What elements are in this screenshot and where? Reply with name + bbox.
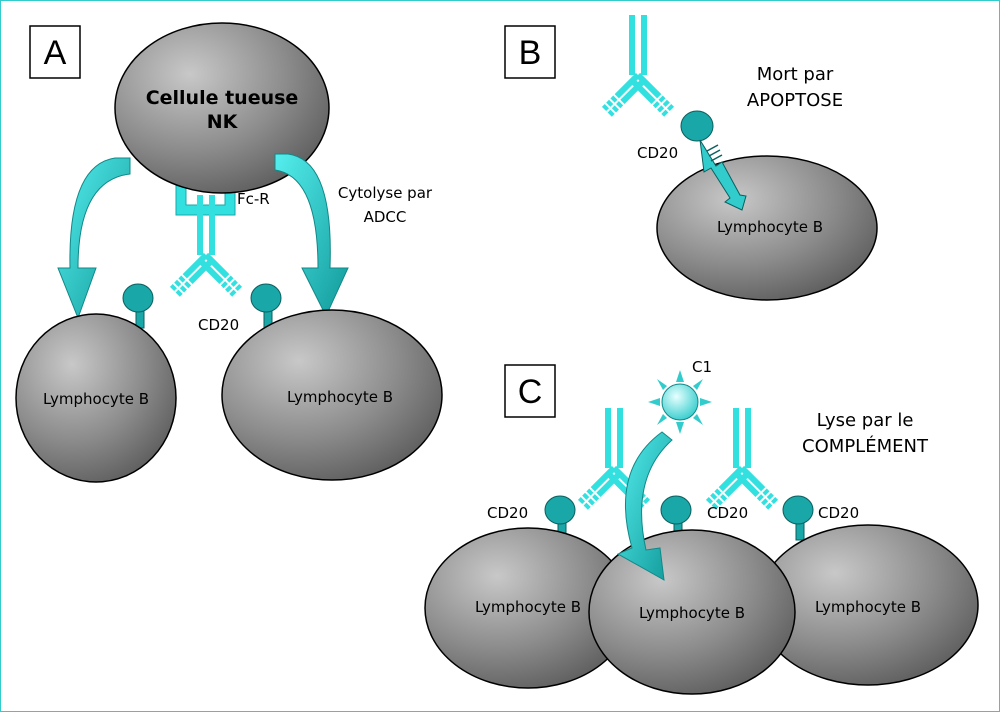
b-lymphocyte-c-right-label: Lymphocyte B [815, 598, 921, 616]
antibody-b [601, 15, 675, 117]
b-lymphocyte-a-left [15, 313, 177, 483]
panel-b: B Mort par APOPTOSE Lymphocyte B CD20 [504, 15, 878, 301]
antibody-c-right [705, 408, 779, 510]
panel-c: C C1 Lyse par le COMPLÉMENT CD20 CD20 CD… [424, 358, 979, 695]
apoptosis-signal-arrow [699, 139, 747, 211]
panel-c-letter-box [504, 364, 556, 418]
complement-label-line2: COMPLÉMENT [802, 435, 929, 457]
cd20-label-b: CD20 [637, 144, 678, 162]
panel-a-letter: A [44, 34, 67, 72]
complement-label-line1: Lyse par le [817, 410, 914, 431]
panel-a: A Cellule tueuse NK Fc-R CD20 Cytolyse p… [15, 22, 443, 483]
panel-a-letter-box [29, 25, 81, 79]
b-lymphocyte-a-right [221, 309, 443, 481]
adcc-arrow-left [57, 157, 131, 320]
b-lymphocyte-c-mid-label: Lymphocyte B [639, 604, 745, 622]
cd20-label-c-right: CD20 [818, 504, 859, 522]
cd20-antigen-b [680, 110, 714, 142]
apoptosis-label-line2: APOPTOSE [747, 90, 843, 111]
cd20-label-c-mid: CD20 [707, 504, 748, 522]
panel-c-letter: C [518, 373, 543, 411]
adcc-label-line2: ADCC [364, 208, 407, 226]
adcc-arrow-right [274, 153, 349, 318]
cd20-label-a: CD20 [198, 316, 239, 334]
cd20-label-c-left: CD20 [487, 504, 528, 522]
complement-arrow [616, 431, 673, 581]
b-lymphocyte-b-label: Lymphocyte B [717, 218, 823, 236]
adcc-label-line1: Cytolyse par [338, 184, 433, 202]
cd20-antigen-c-right [782, 495, 814, 541]
nk-cell-label-line1: Cellule tueuse [146, 87, 299, 109]
b-lymphocyte-c-left-label: Lymphocyte B [475, 598, 581, 616]
nk-cell-label-line2: NK [207, 111, 239, 133]
panel-b-letter: B [519, 34, 542, 72]
nk-cell [114, 22, 330, 194]
apoptosis-label-line1: Mort par [757, 64, 834, 85]
panel-b-letter-box [504, 25, 556, 79]
c1-label: C1 [692, 358, 712, 376]
b-lymphocyte-a-right-label: Lymphocyte B [287, 388, 393, 406]
b-lymphocyte-c-mid [588, 529, 796, 695]
b-lymphocyte-a-left-label: Lymphocyte B [43, 390, 149, 408]
b-lymphocyte-b [656, 155, 878, 301]
fc-receptor-label: Fc-R [237, 190, 270, 208]
c1-complement-icon [648, 370, 712, 434]
